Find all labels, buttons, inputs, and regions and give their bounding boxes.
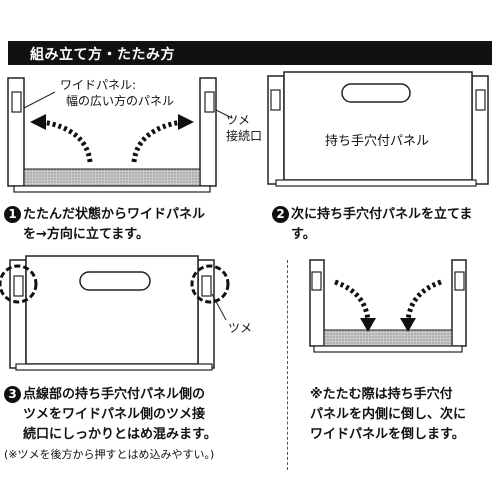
figure-3-connect-tabs (0, 255, 230, 371)
label-tab-slot: ツメ 接続口 (226, 113, 263, 143)
right-tab-slot (204, 91, 215, 113)
left-arrow (334, 279, 371, 321)
base-frame (275, 179, 477, 187)
left-arrow (41, 119, 93, 163)
left-highlight (0, 264, 38, 304)
figure-2-raise-handle-panel (267, 71, 489, 187)
figure-1-unfold-wide-panels (7, 77, 233, 193)
label-wide-panel: ワイドパネル: 幅の広い方のパネル (60, 78, 175, 108)
dashed-divider (287, 260, 288, 470)
section-title: 組み立て方・たたみ方 (30, 47, 175, 63)
right-arrow (131, 119, 183, 163)
right-arrow (405, 279, 442, 321)
folded-panels (23, 168, 201, 187)
folded-panels (323, 329, 453, 347)
base-frame (313, 345, 463, 353)
left-tab (11, 91, 22, 113)
base-frame (13, 185, 211, 193)
step-3-number: 3 (4, 386, 21, 403)
step-2-number: 2 (272, 206, 289, 223)
handle-hole (341, 83, 411, 103)
step-1-number: 1 (4, 206, 21, 223)
section-header: 組み立て方・たたみ方 (8, 41, 492, 65)
label-handle-panel: 持ち手穴付パネル (325, 134, 430, 149)
label-tab: ツメ (228, 321, 253, 335)
fold-note: ※たたむ際は持ち手穴付 パネルを内側に倒し、次に ワイドパネルを倒します。 (310, 387, 467, 442)
handle-hole (79, 271, 151, 291)
right-highlight (190, 264, 230, 304)
figure-4-folding (309, 259, 467, 353)
base-frame (15, 363, 213, 371)
step-3-note: (※ツメを後方から押すとはめ込みやすい。) (4, 448, 215, 461)
